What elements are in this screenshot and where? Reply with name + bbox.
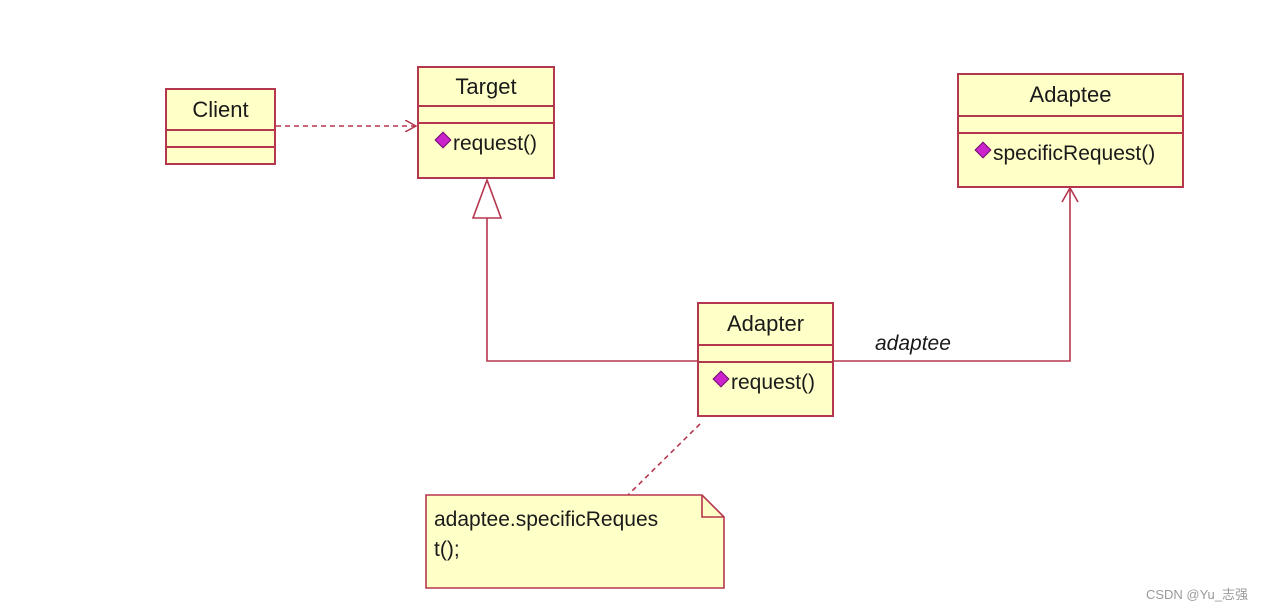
association-arrow-icon <box>1061 186 1079 203</box>
class-target-attributes <box>419 107 553 124</box>
class-target[interactable]: Target request() <box>417 66 555 179</box>
class-adaptee-name: Adaptee <box>959 75 1182 117</box>
association-role-label: adaptee <box>875 332 951 355</box>
adapter-adaptee-association <box>834 188 1071 362</box>
class-adapter-operations: request() <box>699 363 832 415</box>
public-method-icon <box>712 370 730 388</box>
generalization-triangle-icon <box>471 177 503 219</box>
class-adapter-name: Adapter <box>699 304 832 346</box>
class-target-operation-label: request() <box>453 132 538 155</box>
class-adapter[interactable]: Adapter request() <box>697 302 834 417</box>
class-adaptee-attributes <box>959 117 1182 134</box>
note-text: adaptee.specificReques t(); <box>434 508 659 561</box>
public-method-icon <box>434 131 452 149</box>
class-client-operations <box>167 148 274 163</box>
class-target-operation: request() <box>434 131 538 156</box>
class-client[interactable]: Client <box>165 88 276 165</box>
class-target-operations: request() <box>419 124 553 177</box>
note-shape <box>425 494 725 589</box>
class-adaptee-operation-label: specificRequest() <box>993 142 1156 165</box>
class-adapter-operation-label: request() <box>731 371 816 394</box>
watermark: CSDN @Yu_志强 <box>1145 587 1248 602</box>
class-adaptee-operation: specificRequest() <box>974 141 1156 166</box>
class-adapter-attributes <box>699 346 832 363</box>
class-adaptee[interactable]: Adaptee specificRequest() <box>957 73 1184 188</box>
note-fold-icon <box>701 495 724 518</box>
class-adapter-operation: request() <box>712 370 816 395</box>
adapter-target-generalization-line <box>486 218 698 362</box>
class-client-name: Client <box>167 90 274 131</box>
class-adaptee-operations: specificRequest() <box>959 134 1182 186</box>
class-client-attributes <box>167 131 274 148</box>
public-method-icon <box>974 141 992 159</box>
note[interactable]: adaptee.specificReques t(); <box>426 495 724 588</box>
class-target-name: Target <box>419 68 553 107</box>
adapter-note-link <box>627 423 701 496</box>
